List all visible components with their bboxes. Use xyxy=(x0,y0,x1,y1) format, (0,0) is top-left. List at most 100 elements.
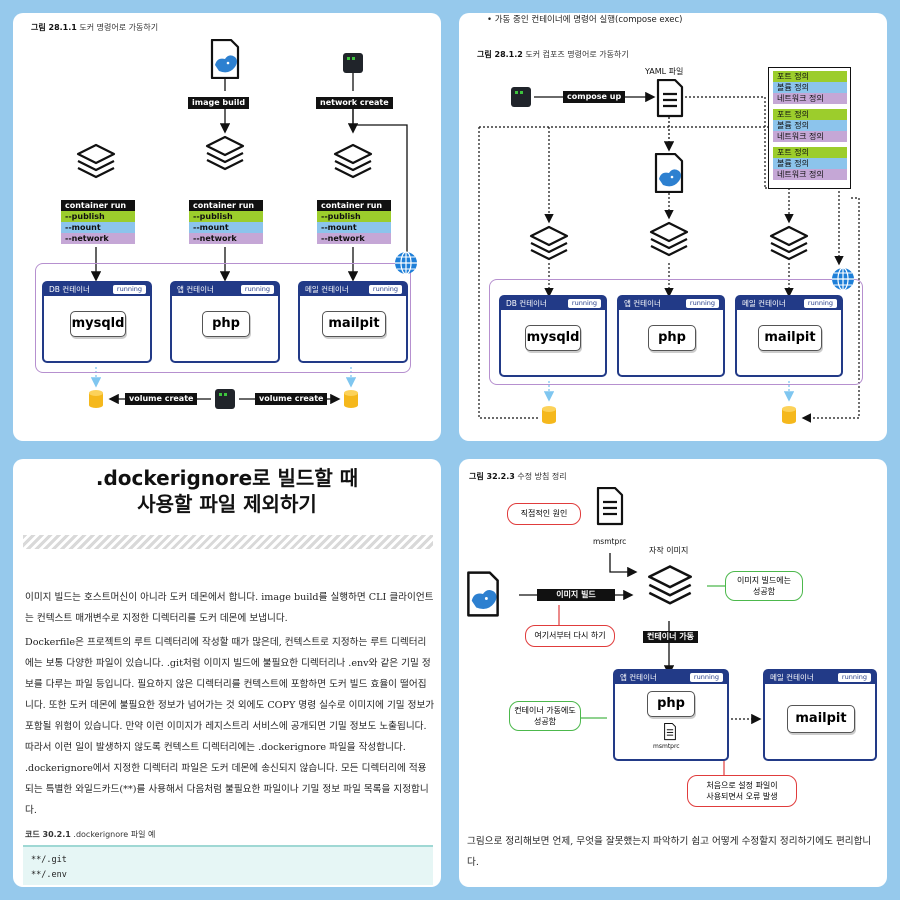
process-box: mailpit xyxy=(322,311,386,337)
process-box: mysqld xyxy=(525,325,581,351)
globe-icon xyxy=(394,251,418,275)
volume-icon xyxy=(542,406,556,424)
container-title: DB 컨테이너 xyxy=(506,299,547,308)
port-definition: 포트 정의 xyxy=(773,109,847,120)
volume-icon xyxy=(89,390,103,408)
container-start-label: 컨테이너 가동 xyxy=(643,631,698,643)
config-file-icon xyxy=(596,487,624,526)
redo-callout: 여기서부터 다시 하기 xyxy=(525,625,615,647)
dockerignore-article: .dockerignore로 빌드할 때 사용할 파일 제외하기 이미지 빌드는… xyxy=(13,459,441,887)
container-title: 메일 컨테이너 xyxy=(742,299,786,308)
image-layers-icon xyxy=(333,143,373,179)
paragraph: Dockerfile은 프로젝트의 루트 디렉터리에 작성할 때가 많은데, 컨… xyxy=(25,637,435,816)
compose-up-label: compose up xyxy=(563,91,626,103)
flag-container-run: container run xyxy=(317,200,391,211)
fix-plan-figure: 그림 32.2.3 수정 방침 정리 직접적인 원인 msmtprc 자작 이미… xyxy=(459,459,887,887)
db-container: DB 컨테이너 running mysqld xyxy=(499,295,607,377)
summary-paragraph: 그림으로 정리해보면 언제, 무엇을 잘못했는지 파악하기 쉽고 어떻게 수정할… xyxy=(467,836,872,868)
flag-publish: --publish xyxy=(189,211,263,222)
paragraph: 이미지 빌드는 호스트머신이 아니라 도커 데몬에서 합니다. image bu… xyxy=(25,592,434,624)
volume-create-label: volume create xyxy=(125,393,198,405)
flag-mount: --mount xyxy=(317,222,391,233)
code-caption: 코드 30.2.1 .dockerignore 파일 예 xyxy=(25,829,155,840)
dockerfile-icon xyxy=(467,571,499,617)
status-badge: running xyxy=(240,285,274,294)
code-line: **/.env xyxy=(31,870,67,880)
callout-line: 처음으로 설정 파일이 xyxy=(706,781,778,790)
image-layers-icon xyxy=(76,143,116,179)
run-flags-mail: container run --publish --mount --networ… xyxy=(317,200,391,244)
dockerfile-icon xyxy=(654,153,684,193)
process-box: mysqld xyxy=(70,311,126,337)
app-container: 앱 컨테이너 running php msmtprc xyxy=(613,669,729,761)
port-definition: 포트 정의 xyxy=(773,71,847,82)
callout-line: 성공함 xyxy=(752,587,776,596)
run-flags-db: container run --publish --mount --networ… xyxy=(61,200,135,244)
article-body: 이미지 빌드는 호스트머신이 아니라 도커 데몬에서 합니다. image bu… xyxy=(25,587,435,824)
terminal-icon xyxy=(215,389,235,409)
compose-figure: • 가동 중인 컨테이너에 명령어 실행(compose exec) 그림 28… xyxy=(459,13,887,441)
globe-icon xyxy=(831,267,855,291)
image-layers-icon xyxy=(205,135,245,171)
volume-definition: 볼륨 정의 xyxy=(773,158,847,169)
file-label: msmtprc xyxy=(653,743,680,750)
network-frame xyxy=(489,279,863,385)
hatched-divider xyxy=(23,535,433,549)
callout-line: 사용되면서 오류 발생 xyxy=(706,792,778,801)
start-success-callout: 컨테이너 가동에도 성공함 xyxy=(509,701,581,731)
caption-number: 그림 28.1.1 xyxy=(31,23,77,32)
direct-cause-callout: 직접적인 원인 xyxy=(507,503,581,525)
title-line: .dockerignore로 빌드할 때 xyxy=(95,466,359,490)
build-success-callout: 이미지 빌드에는 성공함 xyxy=(725,571,803,601)
config-file-icon xyxy=(664,723,676,741)
caption-text: 도커 컴포즈 명령어로 가동하기 xyxy=(525,50,629,59)
container-title: DB 컨테이너 xyxy=(49,285,90,294)
image-layers-icon xyxy=(769,225,809,261)
status-badge: running xyxy=(803,299,837,308)
process-box: php xyxy=(647,691,695,717)
code-line: **/.git xyxy=(31,855,67,865)
dockerfile-icon xyxy=(210,39,240,79)
custom-image-label: 자작 이미지 xyxy=(649,546,689,555)
callout-line: 컨테이너 가동에도 xyxy=(514,706,576,715)
status-badge: running xyxy=(567,299,601,308)
flag-network: --network xyxy=(317,233,391,244)
flag-network: --network xyxy=(189,233,263,244)
figure-caption: 그림 28.1.1 도커 명령어로 가동하기 xyxy=(31,22,158,33)
flag-mount: --mount xyxy=(189,222,263,233)
article-title: .dockerignore로 빌드할 때 사용할 파일 제외하기 xyxy=(13,465,441,517)
port-definition: 포트 정의 xyxy=(773,147,847,158)
callout-line: 성공함 xyxy=(533,717,557,726)
container-title: 앱 컨테이너 xyxy=(177,285,214,294)
process-box: php xyxy=(202,311,250,337)
compose-definitions: 포트 정의 볼륨 정의 네트워크 정의 포트 정의 볼륨 정의 네트워크 정의 … xyxy=(768,67,851,189)
status-badge: running xyxy=(689,673,723,682)
volume-icon xyxy=(782,406,796,424)
figure-caption: 그림 28.1.2 도커 컴포즈 명령어로 가동하기 xyxy=(477,49,629,60)
network-definition: 네트워크 정의 xyxy=(773,169,847,180)
container-title: 메일 컨테이너 xyxy=(305,285,349,294)
image-layers-icon xyxy=(648,565,692,605)
network-frame xyxy=(35,263,411,373)
docker-commands-figure: 그림 28.1.1 도커 명령어로 가동하기 image build netwo… xyxy=(13,13,441,441)
flag-publish: --publish xyxy=(317,211,391,222)
container-title: 메일 컨테이너 xyxy=(770,673,814,682)
process-box: mailpit xyxy=(758,325,822,351)
container-title: 앱 컨테이너 xyxy=(624,299,661,308)
flag-mount: --mount xyxy=(61,222,135,233)
status-badge: running xyxy=(368,285,402,294)
terminal-icon xyxy=(511,87,531,107)
code-caption-text: .dockerignore 파일 예 xyxy=(73,830,156,839)
network-definition: 네트워크 정의 xyxy=(773,93,847,104)
caption-text: 수정 방침 정리 xyxy=(517,472,567,481)
image-build-label: 이미지 빌드 xyxy=(537,589,615,601)
caption-number: 그림 32.2.3 xyxy=(469,472,515,481)
caption-number: 그림 28.1.2 xyxy=(477,50,523,59)
image-build-label: image build xyxy=(188,97,250,109)
volume-create-label: volume create xyxy=(255,393,328,405)
title-line: 사용할 파일 제외하기 xyxy=(137,492,317,516)
container-title: 앱 컨테이너 xyxy=(620,673,657,682)
image-layers-icon xyxy=(529,225,569,261)
